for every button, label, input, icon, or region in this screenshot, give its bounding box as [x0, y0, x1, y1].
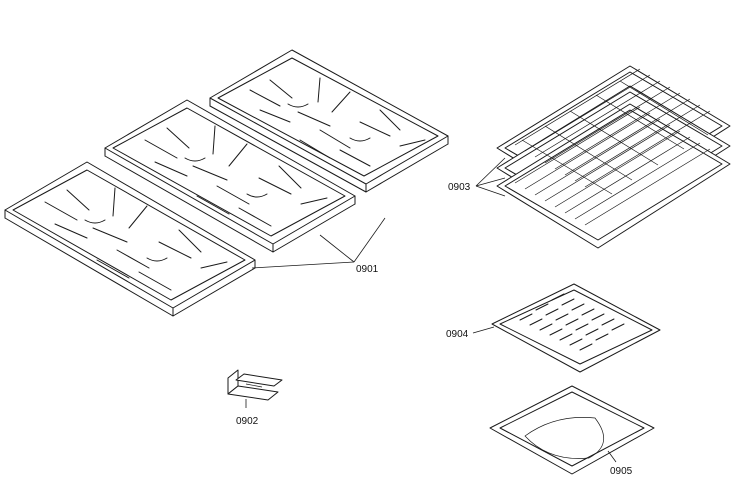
burner-grate-middle	[104, 99, 356, 253]
label-0904: 0904	[446, 329, 469, 340]
label-0903: 0903	[448, 182, 471, 193]
leader-line-0904	[472, 326, 495, 334]
broil-pan	[489, 385, 655, 475]
label-0905: 0905	[610, 466, 633, 477]
leader-lines-0901	[251, 217, 386, 269]
leader-line-0905	[607, 450, 617, 463]
oven-rack-bottom	[496, 103, 731, 249]
oven-rack-top-wires	[514, 68, 711, 195]
label-0902: 0902	[236, 416, 259, 427]
mounting-bracket	[227, 369, 283, 401]
leader-lines-0903	[475, 157, 506, 197]
broil-pan-insert	[491, 283, 661, 373]
burner-grate-front	[4, 161, 256, 317]
burner-grate-back	[209, 49, 449, 193]
label-0901: 0901	[356, 264, 379, 275]
